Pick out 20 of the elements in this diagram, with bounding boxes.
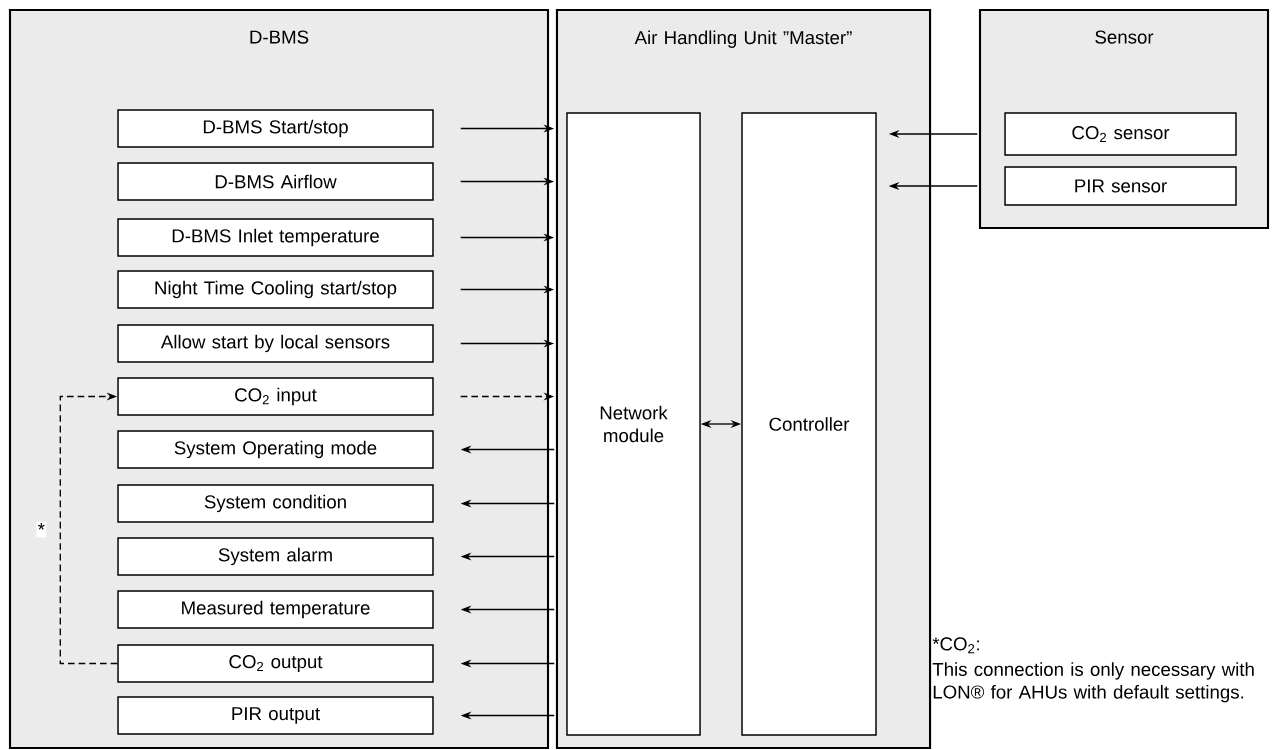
signal-box: Night Time Cooling start/stop: [117, 270, 434, 309]
note-heading: *CO$_{2}$:: [932, 637, 979, 654]
edge-label: *: [36, 521, 47, 538]
signal-box: System alarm: [117, 537, 434, 576]
signal-box: PIR output: [117, 696, 434, 735]
signal-box: D-BMS Airflow: [117, 162, 434, 201]
signal-box: CO$_{2}$ output: [117, 644, 434, 683]
module-box: Network module: [566, 112, 701, 736]
signal-box: D-BMS Start/stop: [117, 109, 434, 148]
signal-box: System Operating mode: [117, 430, 434, 469]
arrow: [59, 392, 118, 665]
signal-box: D-BMS Inlet temperature: [117, 218, 434, 257]
module-box: Controller: [741, 112, 877, 736]
signal-box: PIR sensor: [1004, 166, 1237, 206]
signal-box: CO$_{2}$ input: [117, 377, 434, 416]
signal-box: Measured temperature: [117, 590, 434, 629]
signal-box: CO$_{2}$ sensor: [1004, 112, 1237, 156]
signal-box: Allow start by local sensors: [117, 324, 434, 363]
note-text: This connection is only necessary with LON® for AHUs with default settings.: [932, 662, 1254, 703]
signal-box: System condition: [117, 484, 434, 523]
